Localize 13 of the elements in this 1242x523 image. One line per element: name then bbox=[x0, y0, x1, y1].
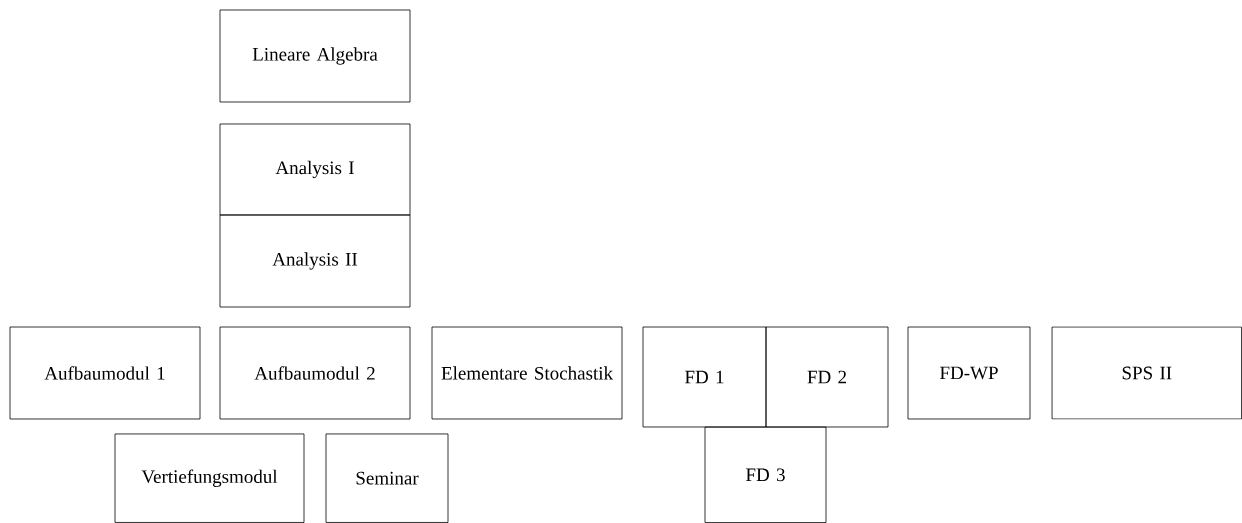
module-box: Seminar bbox=[325, 433, 449, 523]
module-box: Analysis I bbox=[219, 123, 411, 216]
module-box: Analysis II bbox=[219, 214, 411, 308]
module-box: Elementare Stochastik bbox=[431, 326, 623, 420]
module-box: Vertiefungsmodul bbox=[114, 433, 305, 523]
module-box: Aufbaumodul 2 bbox=[219, 326, 411, 420]
module-box: FD-WP bbox=[907, 326, 1031, 420]
module-box: FD 1 bbox=[642, 326, 767, 428]
module-box: FD 2 bbox=[765, 326, 889, 428]
module-box: SPS II bbox=[1051, 326, 1242, 420]
module-box: FD 3 bbox=[704, 426, 827, 523]
module-box: Aufbaumodul 1 bbox=[9, 326, 201, 420]
module-box: Lineare Algebra bbox=[219, 9, 411, 103]
